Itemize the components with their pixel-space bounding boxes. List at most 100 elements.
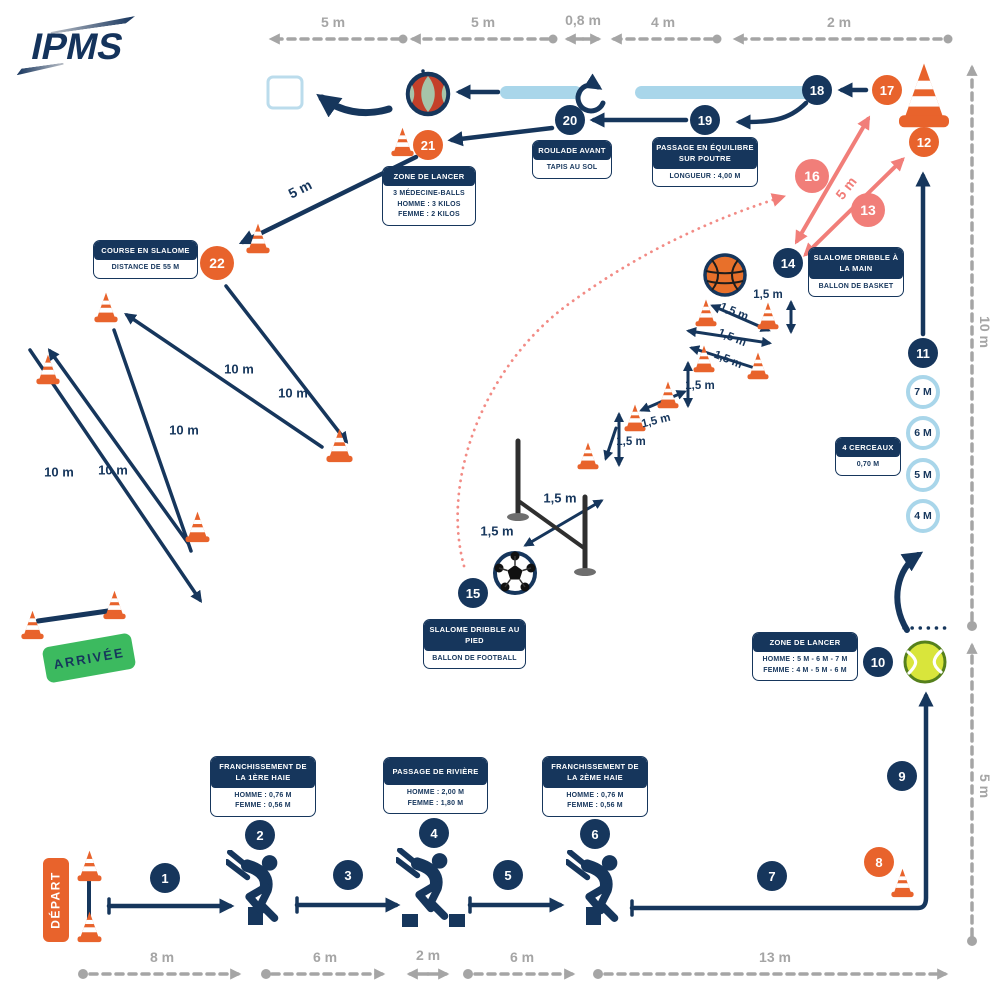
info-box-body: BALLON DE FOOTBALL (424, 651, 525, 669)
info-box-body: LONGUEUR : 4,00 M (653, 169, 757, 187)
info-box-line: BALLON DE BASKET (818, 282, 894, 290)
football-icon (493, 551, 537, 595)
cone-icon (94, 293, 118, 323)
info-box-line: 3 MÉDECINE-BALLS (393, 190, 465, 198)
right-ruler-dots (967, 621, 977, 946)
info-box-body: HOMME : 2,00 M FEMME : 1,80 M (384, 785, 487, 813)
info-box-line: TAPIS AU SOL (546, 164, 598, 172)
step-marker-18: 18 (802, 75, 832, 105)
info-box-line: HOMME : 3 KILOS (397, 200, 461, 208)
info-box-line: 0,70 M (856, 461, 880, 469)
info-box-line: HOMME : 0,76 M (566, 791, 624, 799)
spacing-label: 1,5 m (480, 523, 514, 539)
info-box-zone-lancer-21: ZONE DE LANCER 3 MÉDECINE-BALLS HOMME : … (382, 166, 476, 226)
step-marker-15: 15 (458, 578, 488, 608)
cone-icon (898, 63, 950, 127)
cone-icon (577, 442, 599, 469)
step-marker-4: 4 (419, 818, 449, 848)
jumper-figure (397, 850, 447, 916)
depart-label: DÉPART (49, 871, 64, 929)
info-box-line: FEMME : 2 KILOS (398, 211, 460, 219)
info-box-title: ZONE DE LANCER (383, 167, 475, 187)
info-box-line: FEMME : 4 M - 5 M - 6 M (763, 666, 847, 674)
distance-ring-7m: 7 M (906, 375, 940, 409)
step-marker-9: 9 (887, 761, 917, 791)
distance-label: 10 m (224, 361, 254, 377)
rotate-icon (575, 73, 606, 114)
info-box-line: HOMME : 5 M - 6 M - 7 M (762, 656, 848, 664)
step-marker-3: 3 (333, 860, 363, 890)
balance-beam-left (500, 86, 582, 99)
cone-icon (103, 591, 126, 619)
spacing-arrow (685, 327, 773, 347)
slalom-leg (47, 348, 190, 545)
info-box-line: FEMME : 0,56 M (567, 802, 623, 809)
info-box-line: FEMME : 0,56 M (235, 802, 291, 809)
cone-icon (21, 611, 44, 639)
slalom-leg (28, 348, 203, 603)
info-box-title: ROULADE AVANT (533, 141, 611, 161)
measure-label: 10 m (977, 316, 993, 348)
info-box-body: DISTANCE DE 55 M (94, 260, 197, 278)
step-marker-22: 22 (200, 246, 234, 280)
cone-icon (77, 851, 102, 882)
slalom-leg (112, 328, 193, 553)
info-box-cerceaux: 4 CERCEAUX 0,70 M (835, 437, 901, 476)
measure-label: 2 m (415, 947, 441, 963)
medicine-ball-icon (405, 71, 451, 117)
throw-curve-arrow (316, 93, 393, 118)
cone-icon (891, 869, 914, 897)
step-marker-20: 20 (555, 105, 585, 135)
arrow-20-to-21 (447, 125, 555, 147)
slalom-leg (224, 284, 349, 444)
step-marker-6: 6 (580, 819, 610, 849)
info-box-line: HOMME : 0,76 M (234, 791, 292, 799)
cone-icon (77, 912, 102, 943)
step-marker-19: 19 (690, 105, 720, 135)
cone-icon (185, 512, 210, 543)
measure-label: 6 m (509, 949, 535, 965)
cone-icon (326, 429, 353, 462)
arrivee-label: ARRIVÉE (52, 644, 126, 672)
info-box-title: SLALOME DRIBBLE À LA MAIN (809, 248, 903, 279)
logo-text: IPMS (27, 26, 127, 67)
measure-label: 0,8 m (565, 12, 601, 28)
distance-label: 10 m (44, 464, 74, 480)
finish-line (35, 608, 111, 624)
info-box-line: HOMME : 2,00 M (406, 789, 465, 797)
measure-label: 4 m (650, 14, 676, 30)
distance-ring-4m: 4 M (906, 499, 940, 533)
cone-icon (695, 299, 717, 326)
info-box-line: LONGUEUR : 4,00 M (669, 172, 741, 180)
info-box-title: FRANCHISSEMENT DE LA 1ÈRE HAIE (211, 757, 315, 788)
info-box-line: BALLON DE FOOTBALL (432, 654, 517, 662)
ipms-logo: IPMS (22, 10, 152, 85)
spacing-label: 1,5 m (685, 380, 715, 392)
info-box-body: HOMME : 5 M - 6 M - 7 M FEMME : 4 M - 5 … (753, 652, 857, 680)
bottom-ruler-dots (78, 969, 603, 979)
balance-beam-right (635, 86, 813, 99)
top-ruler-dots (398, 34, 953, 44)
info-box-title: ZONE DE LANCER (753, 633, 857, 653)
distance-ring-6m: 6 M (906, 416, 940, 450)
step-marker-7: 7 (757, 861, 787, 891)
cone-icon (757, 302, 779, 329)
slalom-course-path (28, 284, 349, 603)
info-box-title: PASSAGE DE RIVIÈRE (384, 758, 487, 786)
step-marker-8: 8 (864, 847, 894, 877)
arrow-18-to-19 (735, 100, 809, 130)
slalom-poles (507, 438, 596, 576)
river-bank (449, 914, 465, 927)
spacing-label: 1,5 m (753, 289, 783, 301)
info-box-haie-1: FRANCHISSEMENT DE LA 1ÈRE HAIE HOMME : 0… (210, 756, 316, 817)
step-marker-21: 21 (413, 130, 443, 160)
distance-label: 10 m (169, 422, 199, 438)
step-marker-16: 16 (795, 159, 829, 193)
info-box-title: SLALOME DRIBBLE AU PIED (424, 620, 525, 651)
spacing-label: 1,5 m (616, 436, 646, 448)
info-box-body: 3 MÉDECINE-BALLS HOMME : 3 KILOS FEMME :… (383, 186, 475, 225)
info-box-dribble-pied: SLALOME DRIBBLE AU PIED BALLON DE FOOTBA… (423, 619, 526, 669)
arrow-run-7-9 (629, 691, 934, 911)
step-marker-13: 13 (851, 193, 885, 227)
